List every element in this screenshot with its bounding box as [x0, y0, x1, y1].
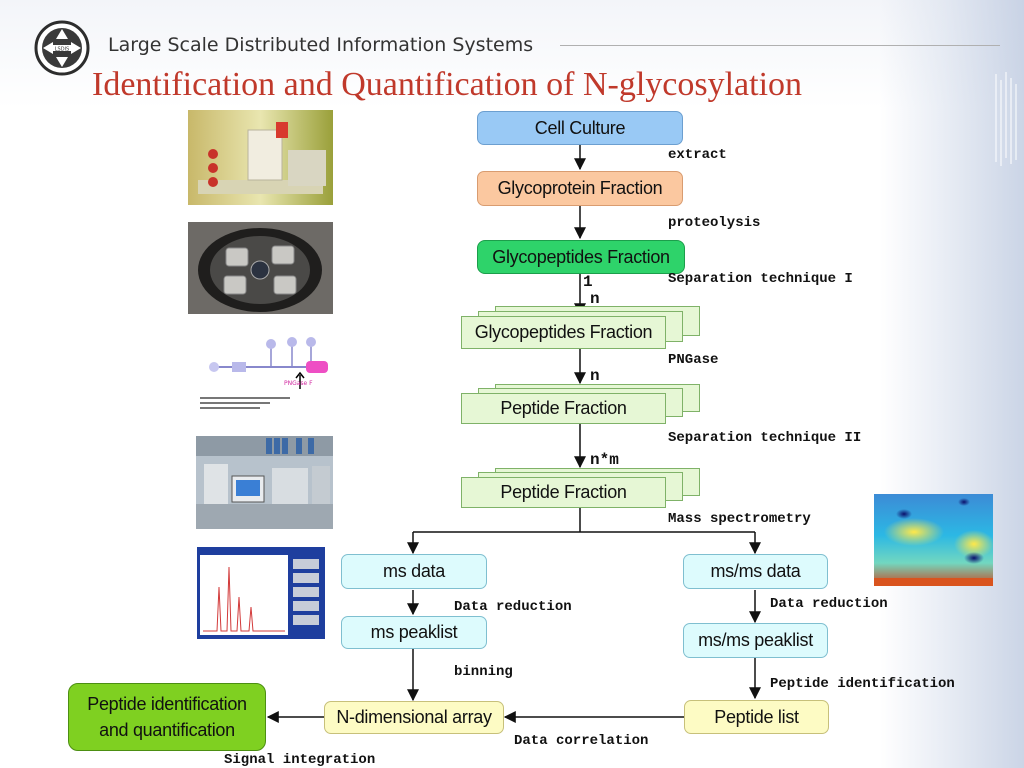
svg-text:PNGase F: PNGase F	[284, 380, 313, 387]
edge-label-nm: n*m	[590, 451, 619, 469]
edge-label-pngase: PNGase	[668, 352, 719, 368]
heatmap-image	[874, 494, 993, 586]
svg-text:LSDIS: LSDIS	[55, 47, 69, 53]
peptide-fraction-node-1: Peptide Fraction	[461, 393, 666, 424]
msms-data-node: ms/ms data	[683, 554, 828, 589]
ms-data-node: ms data	[341, 554, 487, 589]
header-background	[0, 0, 1024, 108]
peptide-fraction-node-2: Peptide Fraction	[461, 477, 666, 508]
glycopeptides-fraction-stack-node: Glycopeptides Fraction	[461, 316, 666, 349]
decorative-vertical-text	[995, 72, 1017, 166]
header-divider	[560, 45, 1000, 46]
lsdis-logo: LSDIS	[34, 20, 90, 76]
edge-label-data-reduction-left: Data reduction	[454, 599, 572, 615]
pngase-diagram-photo: PNGase F	[196, 333, 334, 415]
cell-culture-node: Cell Culture	[477, 111, 683, 145]
lab-culture-photo	[188, 110, 333, 205]
edge-label-data-correlation: Data correlation	[514, 733, 649, 749]
glycopeptides-fraction-node: Glycopeptides Fraction	[477, 240, 685, 274]
edge-label-mass-spectrometry: Mass spectrometry	[668, 511, 811, 527]
decorative-side-panel	[880, 0, 1024, 768]
ms-peaklist-node: ms peaklist	[341, 616, 487, 649]
edge-label-separation-1: Separation technique I	[668, 271, 853, 287]
edge-label-data-reduction-right: Data reduction	[770, 596, 888, 612]
peptide-identification-quantification-node: Peptide identification and quantificatio…	[68, 683, 266, 751]
glycoprotein-fraction-node: Glycoprotein Fraction	[477, 171, 683, 206]
n-dimensional-array-node: N-dimensional array	[324, 701, 504, 734]
centrifuge-photo	[188, 222, 333, 314]
edge-label-n-1: n	[590, 290, 600, 308]
edge-label-peptide-identification: Peptide identification	[770, 676, 955, 692]
edge-label-binning: binning	[454, 664, 513, 680]
edge-label-separation-2: Separation technique II	[668, 430, 862, 446]
organization-name: Large Scale Distributed Information Syst…	[108, 34, 534, 56]
edge-label-n-2: n	[590, 367, 600, 385]
mass-spec-instrument-photo	[196, 436, 333, 529]
peptide-list-node: Peptide list	[684, 700, 829, 734]
edge-label-signal-integration: Signal integration	[224, 752, 376, 768]
edge-label-extract: extract	[668, 147, 727, 163]
node-label-line-2: and quantification	[99, 720, 235, 740]
edge-label-proteolysis: proteolysis	[668, 215, 761, 231]
page-title: Identification and Quantification of N-g…	[92, 66, 803, 103]
node-label-line-1: Peptide identification	[87, 694, 247, 714]
spectrum-screenshot-photo	[197, 547, 325, 639]
edge-label-one: 1	[583, 273, 593, 291]
msms-peaklist-node: ms/ms peaklist	[683, 623, 828, 658]
